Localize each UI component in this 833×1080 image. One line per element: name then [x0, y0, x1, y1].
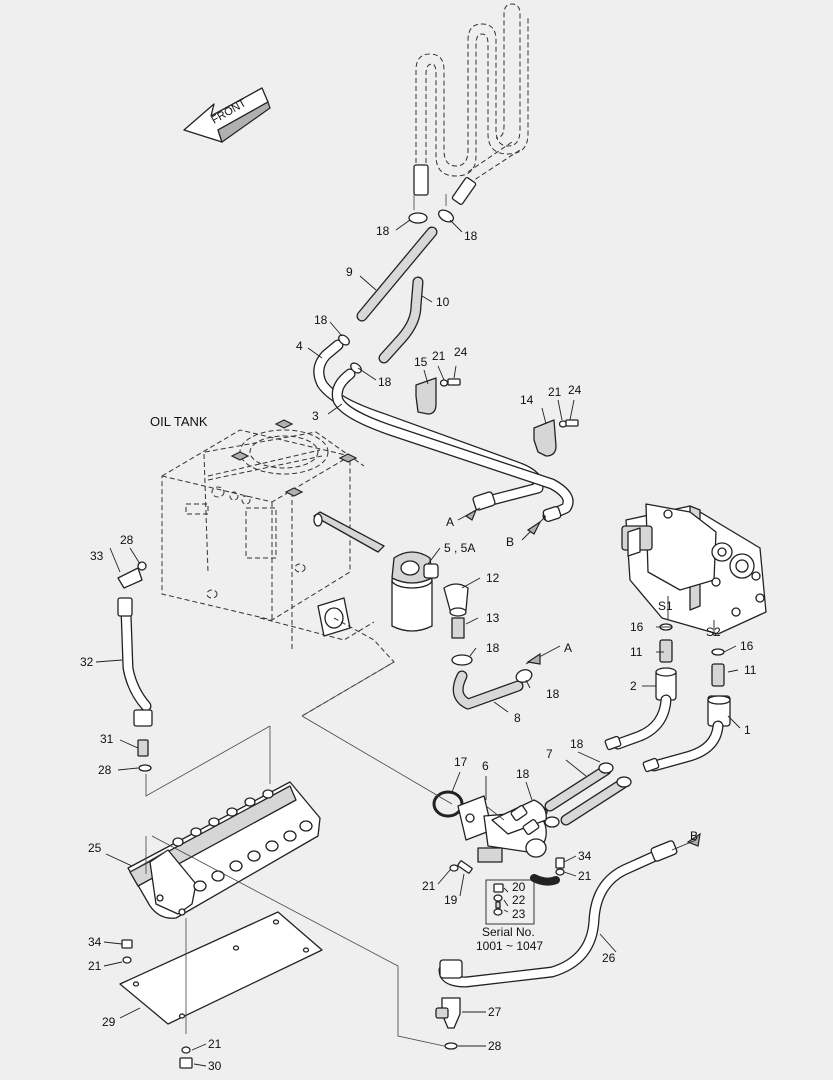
front-direction-arrow: FRONT: [183, 87, 271, 143]
oil-tank-label: OIL TANK: [150, 414, 208, 429]
cover-plate: [119, 911, 323, 1069]
drain-hose-32: [117, 561, 153, 772]
label-18-mid: 18: [314, 313, 328, 327]
label-port-s2: S2: [706, 625, 721, 639]
label-30: 30: [208, 1059, 222, 1073]
label-11-s1: 11: [630, 645, 643, 659]
manifold-block: [432, 790, 547, 863]
label-29: 29: [102, 1015, 116, 1029]
label-28-hose32: 28: [98, 763, 112, 777]
label-6: 6: [482, 759, 489, 773]
label-18-lower: 18: [378, 375, 392, 389]
manifold-bolts: [449, 857, 565, 886]
label-2: 2: [630, 679, 637, 693]
label-18-hose7-top: 18: [570, 737, 584, 751]
control-valve-bank: [127, 781, 321, 919]
label-port-s1: S1: [658, 599, 673, 613]
label-9: 9: [346, 265, 353, 279]
label-32: 32: [80, 655, 94, 669]
label-17: 17: [454, 755, 468, 769]
label-34-manifold: 34: [578, 849, 592, 863]
callout-leaders: [95, 219, 741, 1067]
serial-label-line2: 1001 ~ 1047: [476, 939, 543, 953]
label-21-bottom: 21: [208, 1037, 222, 1051]
label-24-bracket15: 24: [454, 345, 468, 359]
label-21-manifold-right: 21: [578, 869, 592, 883]
oil-tank: OIL TANK: [150, 414, 395, 717]
label-21-bracket15: 21: [432, 349, 446, 363]
label-10: 10: [436, 295, 450, 309]
mounting-brackets: [415, 377, 579, 457]
label-connection-b-lower: B: [690, 829, 698, 843]
label-27: 27: [488, 1005, 502, 1019]
hose-clamps-upper: [338, 209, 455, 374]
serial-hardware-box: [485, 879, 535, 925]
label-16-s1: 16: [630, 620, 644, 634]
suction-filter: [313, 511, 439, 632]
label-15: 15: [414, 355, 428, 369]
label-14: 14: [520, 393, 534, 407]
label-18-upper-left: 18: [376, 224, 390, 238]
label-7: 7: [546, 747, 553, 761]
suction-lines: [313, 226, 574, 523]
label-28-hose26: 28: [488, 1039, 502, 1053]
label-18-manifold: 18: [516, 767, 530, 781]
serial-label-line1: Serial No.: [482, 925, 535, 939]
label-28-tank: 28: [120, 533, 134, 547]
label-18-filter: 18: [486, 641, 500, 655]
label-31: 31: [100, 732, 114, 746]
return-hose-26: [435, 840, 678, 1050]
pump-outlet-fittings: [612, 623, 731, 772]
valve-ports: [156, 789, 313, 916]
label-4: 4: [296, 339, 303, 353]
label-21-manifold-left: 21: [422, 879, 436, 893]
pressure-hose-7: [532, 735, 660, 828]
label-connection-a-upper: A: [446, 515, 454, 529]
label-18-hose8: 18: [546, 687, 560, 701]
label-19: 19: [444, 893, 458, 907]
oil-cooler-outline: [413, 3, 529, 205]
label-16-s2: 16: [740, 639, 754, 653]
label-connection-a-lower: A: [564, 641, 572, 655]
label-26: 26: [602, 951, 616, 965]
label-25: 25: [88, 841, 102, 855]
label-18-upper-right: 18: [464, 229, 478, 243]
label-12: 12: [486, 571, 500, 585]
label-20: 20: [512, 880, 526, 894]
label-8: 8: [514, 711, 521, 725]
label-21-plate: 21: [88, 959, 102, 973]
label-13: 13: [486, 611, 500, 625]
label-24-bracket14: 24: [568, 383, 582, 397]
label-11-s2: 11: [744, 663, 757, 677]
tank-outlet-flange: [301, 597, 395, 717]
label-33: 33: [90, 549, 104, 563]
label-connection-b-upper: B: [506, 535, 514, 549]
label-34-plate: 34: [88, 935, 102, 949]
label-3: 3: [312, 409, 319, 423]
label-22: 22: [512, 893, 526, 907]
connection-arrows: [464, 508, 701, 851]
part-labels: 18 18 9 10 18 4 18 3 15 21 24 14 21 24 A…: [80, 224, 757, 1073]
label-23: 23: [512, 907, 526, 921]
label-5-5a: 5 , 5A: [444, 541, 475, 555]
label-21-bracket14: 21: [548, 385, 562, 399]
suction-elbow-and-hose: [443, 583, 533, 710]
assembly-guide-lines: [129, 194, 505, 1047]
hydraulic-pump: [621, 503, 767, 636]
label-1: 1: [744, 723, 751, 737]
